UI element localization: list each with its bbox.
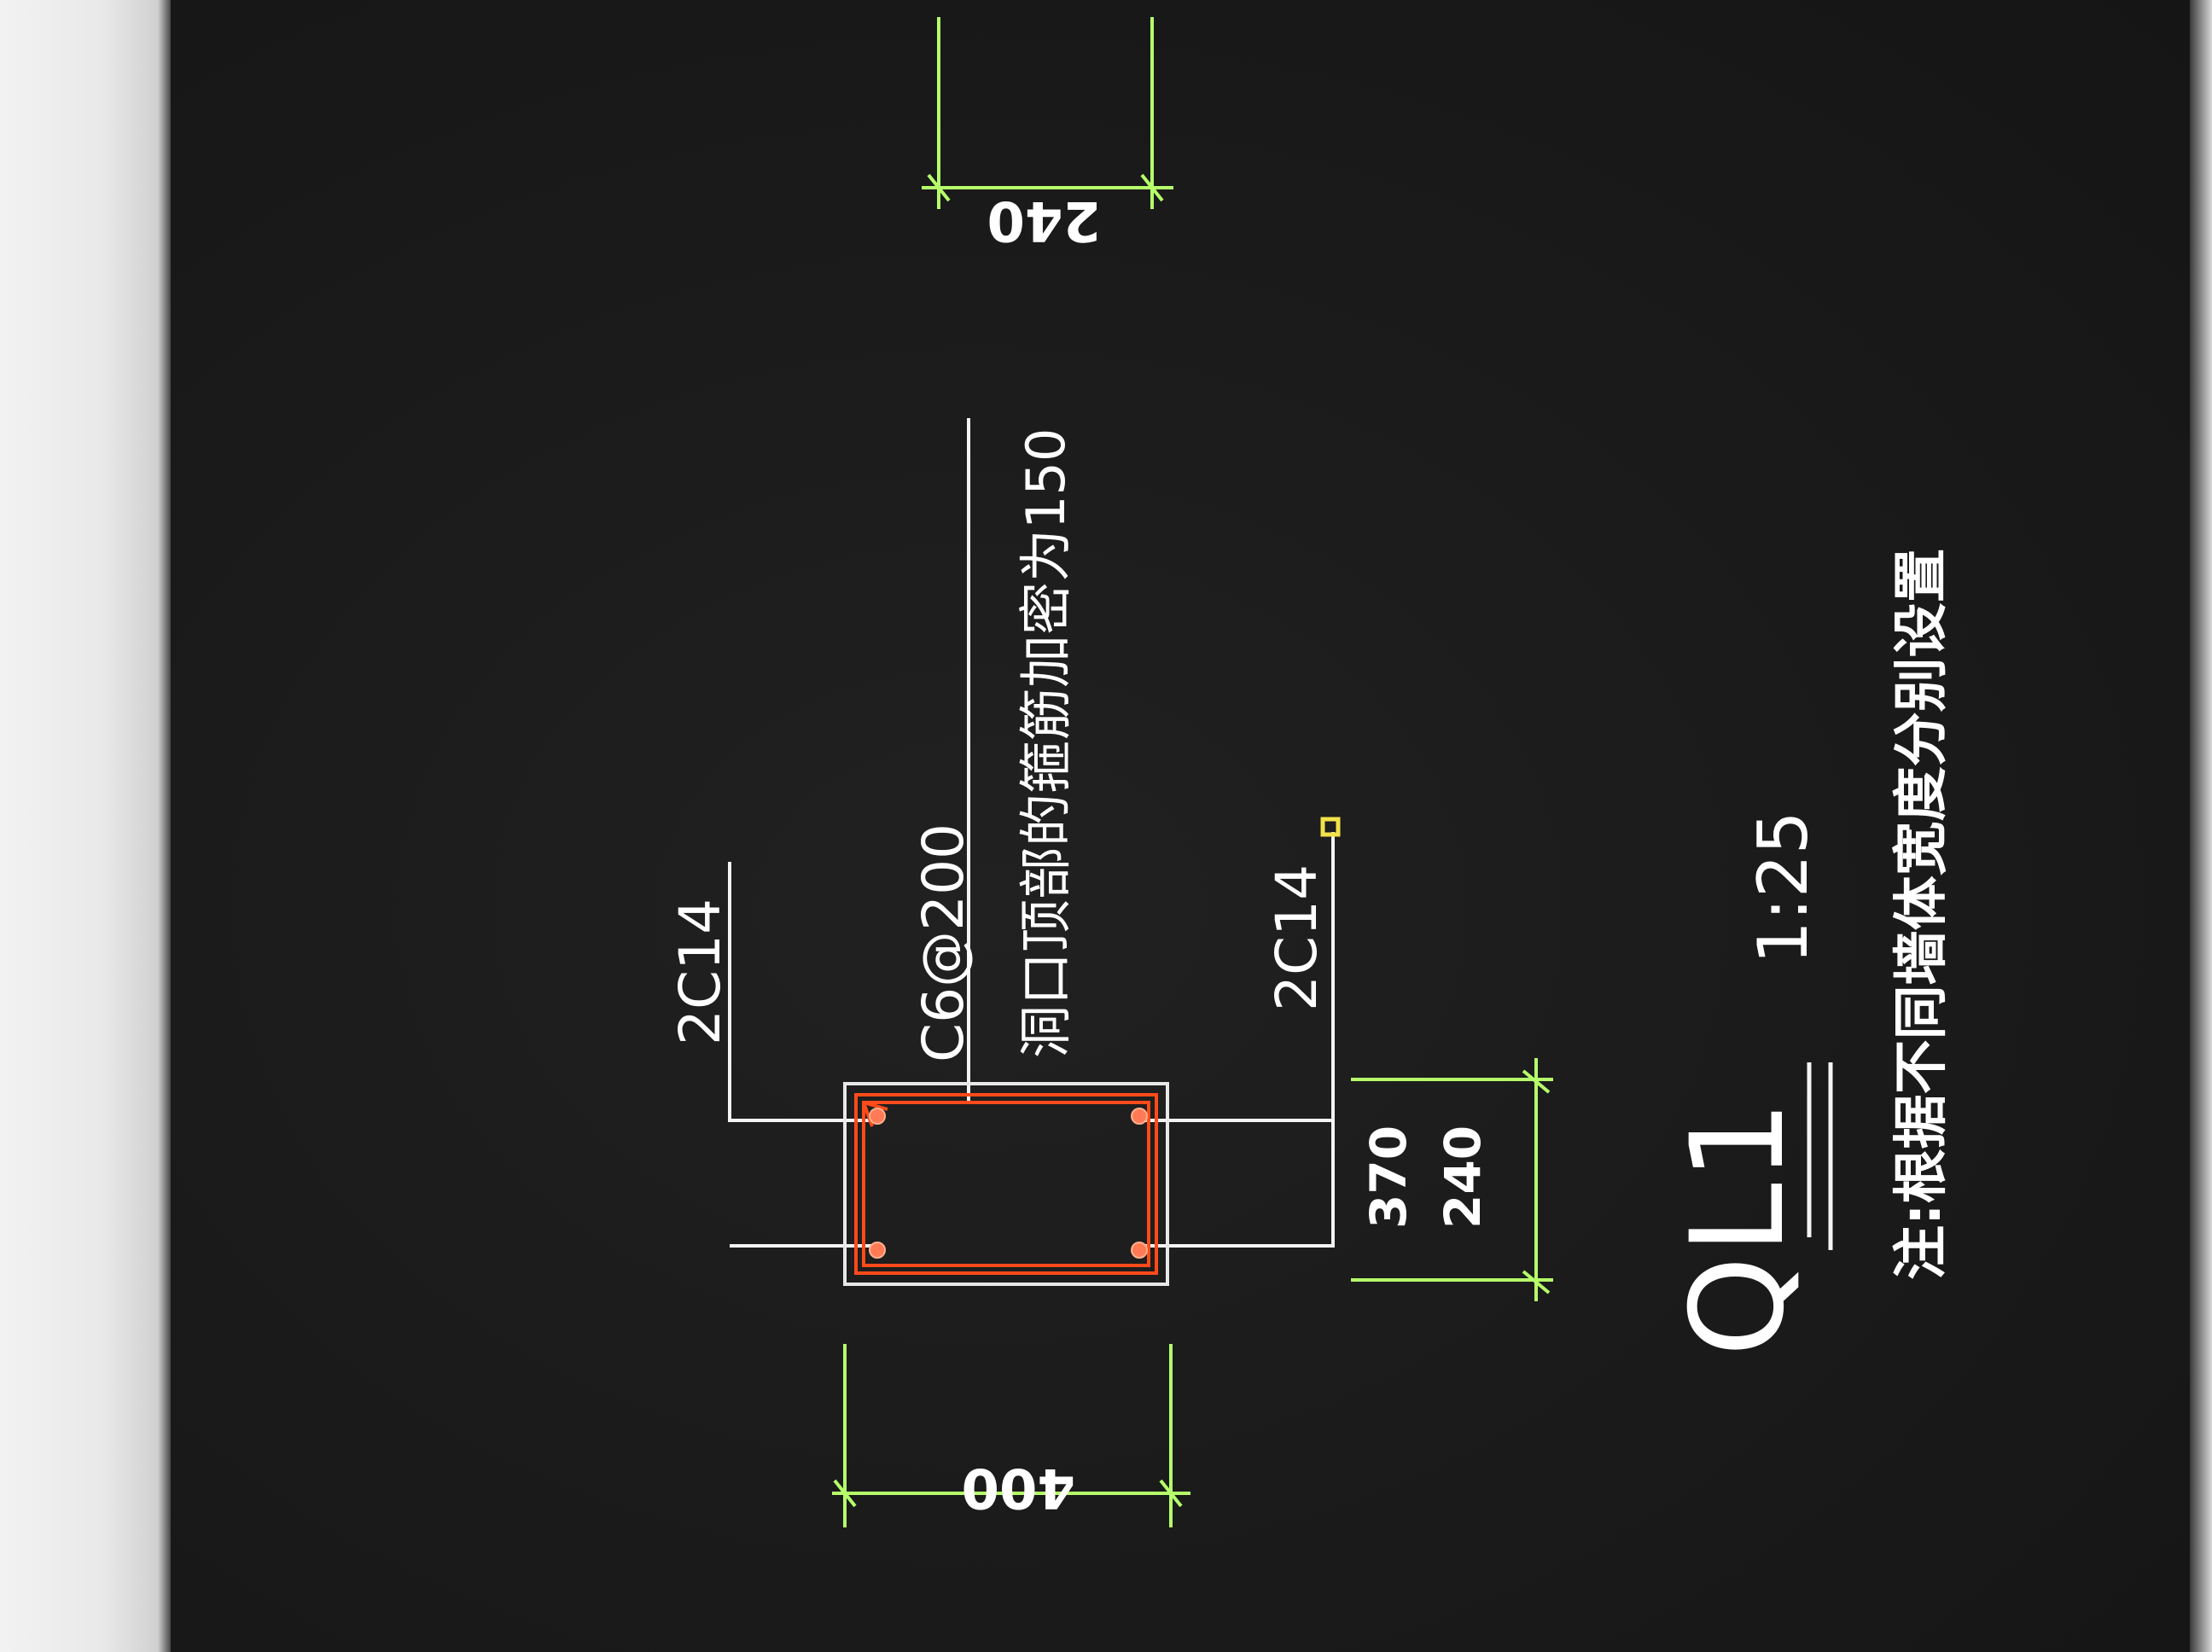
dim-240-label: 240 (1434, 1125, 1492, 1229)
top-bars-label: 2C14 (667, 898, 733, 1045)
stirrup[interactable] (854, 1093, 1158, 1275)
stirrup-note: 洞口顶部的箍筋加密为150 (1015, 428, 1077, 1058)
bottom-bars-label: 2C14 (1264, 864, 1330, 1011)
beam-section-outline[interactable] (843, 1082, 1169, 1286)
rebar-dot[interactable] (1131, 1108, 1148, 1125)
right-bars-leader-bottom[interactable] (1139, 1120, 1335, 1248)
top-bars-leader[interactable] (728, 862, 883, 1122)
rebars (869, 1108, 1148, 1259)
section-note: 注:根据不同墙体宽度分别设置 (1890, 548, 1953, 1280)
rebar-dot[interactable] (869, 1242, 886, 1259)
dim-wall-240-label: 240 (987, 189, 1101, 252)
section-scale: 1:25 (1743, 811, 1823, 964)
dim-400-label: 400 (961, 1456, 1075, 1519)
section-title: QL1 (1664, 1097, 1813, 1357)
rebar-dot[interactable] (869, 1108, 886, 1125)
monitor-bezel (2190, 0, 2212, 1652)
stirrup-label: C6@200 (911, 823, 976, 1062)
leader-lines (728, 418, 1335, 1248)
dim-370-label: 370 (1359, 1125, 1417, 1229)
title-underline (1807, 1062, 1833, 1250)
grip-marker[interactable] (1320, 817, 1341, 837)
rebar-dot[interactable] (1131, 1242, 1148, 1259)
dimension-lines (832, 17, 1553, 1527)
cad-model-space[interactable] (171, 0, 2193, 1652)
